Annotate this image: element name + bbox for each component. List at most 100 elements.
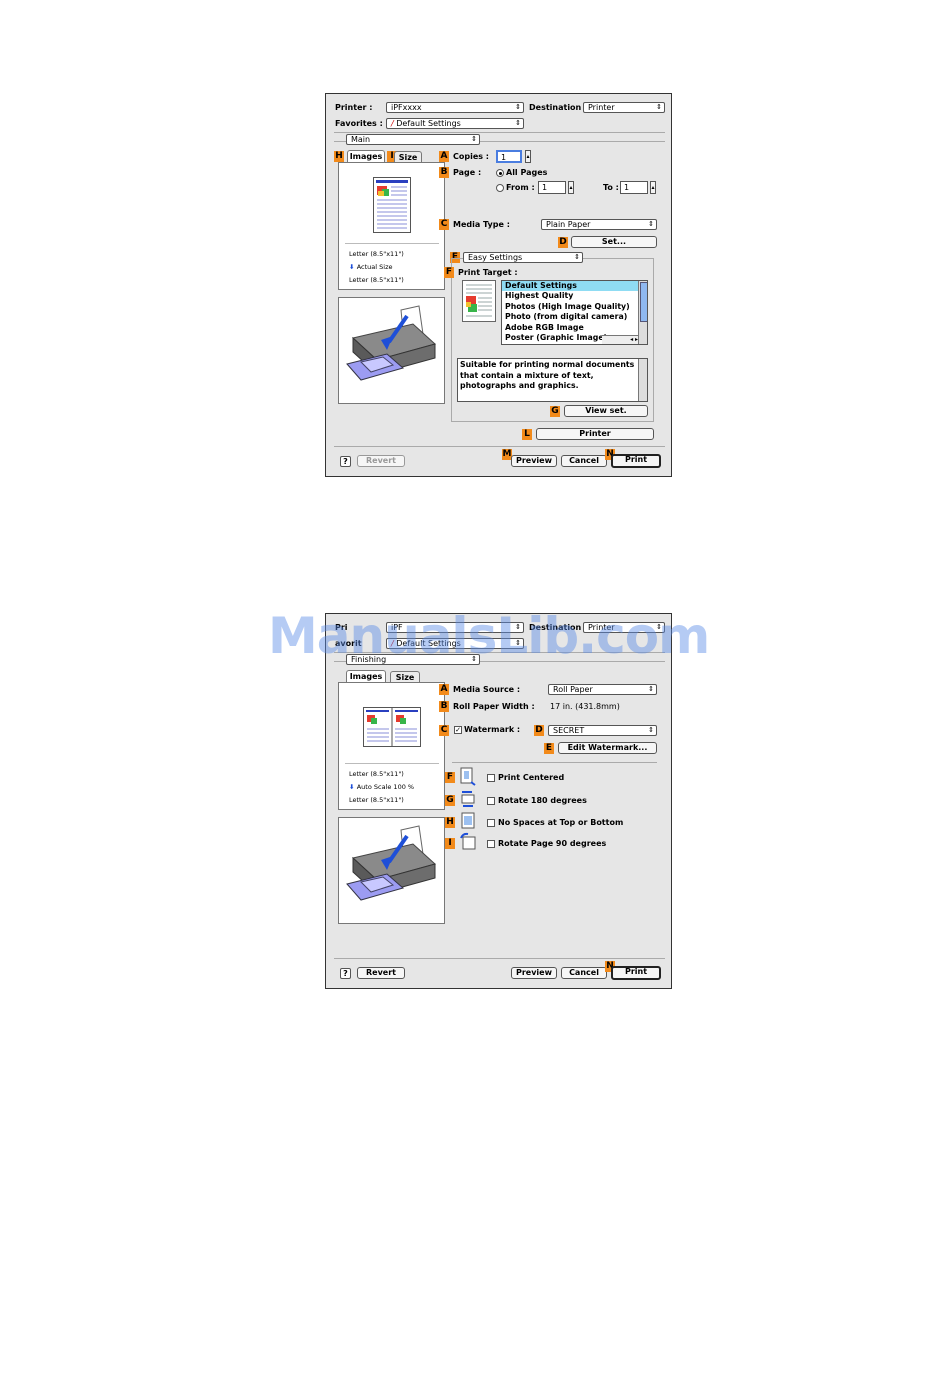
list-item[interactable]: Highest Quality [505,291,574,301]
tab-size[interactable]: Size [390,671,420,683]
printer-label: Pri [335,623,348,632]
scroll-thumb[interactable] [640,282,647,322]
from-input[interactable]: 1 [538,181,566,194]
favorites-label: avorit [335,639,362,648]
updown-arrows-icon: ⇕ [656,623,662,631]
all-pages-radio[interactable] [496,169,504,177]
media-type-value: Plain Paper [546,220,591,229]
list-scrollbar[interactable] [638,281,647,344]
printer-image-panel [338,297,445,404]
all-pages-label: All Pages [506,168,548,177]
favorites-popup[interactable]: / Default Settings⇕ [386,638,524,649]
destination-popup[interactable]: Printer ⇕ [583,102,665,113]
to-input[interactable]: 1 [620,181,648,194]
watermark-checkbox[interactable]: ✓ [454,726,462,734]
list-item[interactable]: Adobe RGB Image [505,322,584,332]
rotate-180-checkbox[interactable] [487,797,495,805]
media-source-popup[interactable]: Roll Paper⇕ [548,684,657,695]
list-item[interactable]: Default Settings [502,281,647,292]
panel-popup[interactable]: Main⇕ [346,134,480,145]
rotate-90-label: Rotate Page 90 degrees [498,839,607,848]
favorites-label: Favorites : [335,119,383,128]
printer-illustration-icon [346,825,437,901]
list-item[interactable]: Photo (from digital camera) [505,312,628,322]
print-target-list[interactable]: Default Settings Highest Quality Photos … [501,280,648,345]
description-scrollbar[interactable] [638,359,647,401]
print-button[interactable]: Print [611,454,661,468]
copies-input[interactable]: 1 [496,150,522,163]
updown-arrows-icon: ⇕ [471,135,477,143]
badge-h: H [445,817,455,828]
divider [334,446,665,447]
printer-illustration-icon [346,305,437,381]
no-spaces-checkbox[interactable] [487,819,495,827]
edit-watermark-button[interactable]: Edit Watermark... [558,742,657,754]
to-label: To : [603,183,619,192]
print-centered-checkbox[interactable] [487,774,495,782]
site-watermark: ManualsLib.com [268,607,710,665]
scale-info: ⬇ Auto Scale 100 % [349,783,414,791]
divider [334,652,665,653]
preview-button[interactable]: Preview [511,455,557,467]
print-target-thumbnail [462,280,496,322]
help-icon[interactable]: ? [340,456,351,467]
updown-arrows-icon: ⇕ [656,103,662,111]
watermark-label: Watermark : [464,725,521,734]
badge-f: F [444,267,454,278]
no-spaces-label: No Spaces at Top or Bottom [498,818,624,827]
scale-info: ⬇ Actual Size [349,263,393,271]
roll-width-value: 17 in. (431.8mm) [550,702,620,711]
revert-button[interactable]: Revert [357,967,405,979]
media-type-label: Media Type : [453,220,510,229]
favorites-value: Default Settings [396,119,461,128]
mode-popup[interactable]: Easy Settings⇕ [463,252,583,263]
badge-b: B [439,701,449,712]
badge-n: N [605,961,615,972]
from-radio[interactable] [496,184,504,192]
media-source-label: Media Source : [453,685,521,694]
set-button[interactable]: Set... [571,236,657,248]
printer-popup[interactable]: iPF⇕ [386,622,524,633]
divider [334,661,346,662]
divider [452,762,657,763]
destination-popup[interactable]: Printer ⇕ [583,622,665,633]
copies-stepper[interactable]: ▴ [525,150,531,163]
tab-size[interactable]: Size [394,151,422,163]
print-dialog-main: Printer : iPFxxxx⇕ Destination : Printer… [325,93,672,477]
tab-images[interactable]: Images [346,670,386,683]
horizontal-scroll-arrows-icon[interactable]: ◂ ▸ [602,335,638,344]
preview-button[interactable]: Preview [511,967,557,979]
output-size-text: Letter (8.5"x11") [349,276,404,284]
divider [480,141,665,142]
destination-value: Printer [588,103,615,112]
description-line: that contain a mixture of text, [460,370,594,380]
cancel-button[interactable]: Cancel [561,967,607,979]
view-set-button[interactable]: View set. [564,405,648,417]
panel-popup[interactable]: Finishing⇕ [346,654,480,665]
badge-i: I [445,838,455,849]
from-stepper[interactable]: ▴ [568,181,574,194]
watermark-popup[interactable]: SECRET⇕ [548,725,657,736]
destination-value: Printer [588,623,615,632]
help-icon[interactable]: ? [340,968,351,979]
print-button[interactable]: Print [611,966,661,980]
print-centered-label: Print Centered [498,773,565,782]
badge-c: C [439,725,449,736]
cancel-button[interactable]: Cancel [561,455,607,467]
printer-popup[interactable]: iPFxxxx⇕ [386,102,524,113]
printer-button[interactable]: Printer [536,428,654,440]
print-target-label: Print Target : [458,268,518,277]
rotate-90-checkbox[interactable] [487,840,495,848]
list-item[interactable]: Photos (High Image Quality) [505,301,630,311]
page-preview-panel: Letter (8.5"x11") ⬇ Auto Scale 100 % Let… [338,682,445,810]
media-type-popup[interactable]: Plain Paper⇕ [541,219,657,230]
badge-g: G [445,795,455,806]
badge-b: B [439,167,449,178]
list-item[interactable]: Poster (Graphic Image) [505,332,608,342]
to-stepper[interactable]: ▴ [650,181,656,194]
revert-button[interactable]: Revert [357,455,405,467]
badge-l: L [522,429,532,440]
updown-arrows-icon: ⇕ [648,685,654,693]
favorites-popup[interactable]: / Default Settings⇕ [386,118,524,129]
tab-images[interactable]: Images [347,150,385,163]
